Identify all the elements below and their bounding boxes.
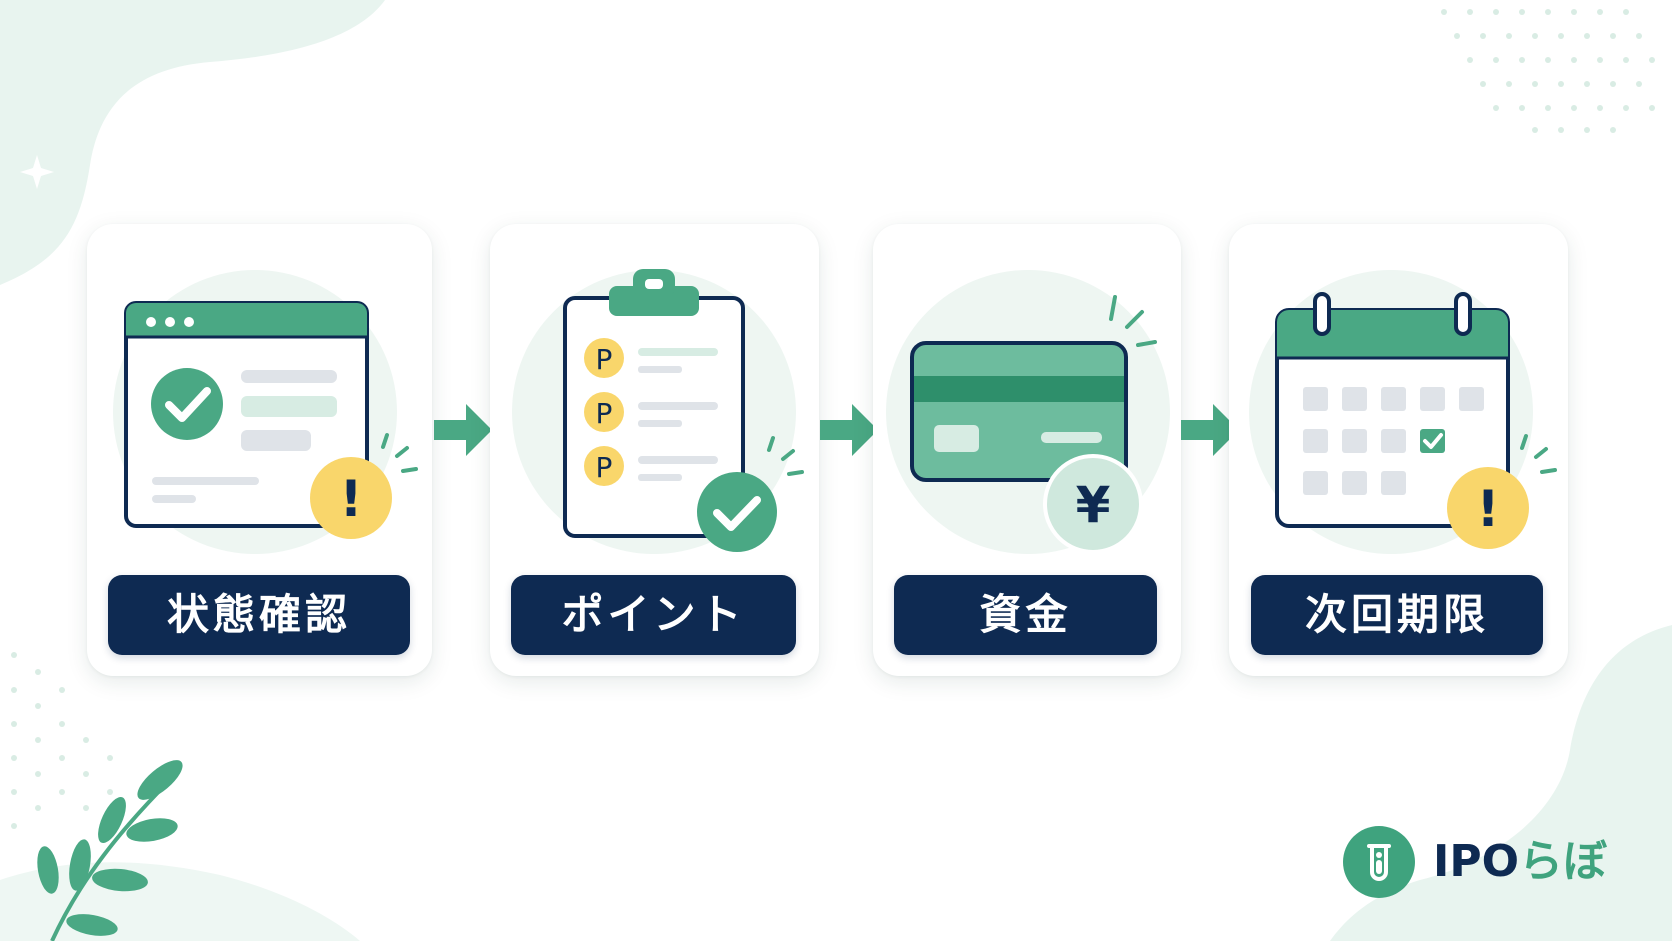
- browser-window-check-icon: !: [113, 270, 418, 554]
- point-coin-icon: P: [584, 392, 624, 432]
- arrow-right-icon: [1181, 404, 1239, 456]
- brand-logo: IPOらぼ: [1343, 826, 1623, 898]
- svg-text:P: P: [596, 397, 613, 430]
- svg-text:!: !: [1477, 480, 1500, 538]
- sparkle-icon: [20, 155, 54, 189]
- mint-blob-bottom-right: [1330, 625, 1672, 941]
- credit-card-icon: ¥: [886, 270, 1170, 554]
- logo-wordmark: IPOらぼ: [1433, 834, 1607, 890]
- leaf-branch-decoration: [37, 760, 183, 941]
- step-card-points: P P P ポイント: [490, 224, 819, 676]
- dot-pattern-bottom-left: [11, 652, 113, 829]
- step-card-next-deadline: ! 次回期限: [1229, 224, 1568, 676]
- svg-text:P: P: [596, 343, 613, 376]
- dot-pattern-top-right: [1441, 9, 1655, 133]
- mint-blob-top-left: [0, 0, 385, 285]
- arrow-right-icon: [434, 404, 492, 456]
- clipboard-points-icon: P P P: [512, 269, 804, 554]
- calendar-icon: !: [1249, 270, 1557, 554]
- svg-text:¥: ¥: [1076, 476, 1111, 534]
- check-date-icon: [1420, 429, 1445, 453]
- svg-text:!: !: [340, 470, 363, 528]
- point-coin-icon: P: [584, 446, 624, 486]
- alert-badge-icon: !: [1447, 467, 1529, 549]
- step-label: 状態確認: [108, 575, 410, 655]
- logo-main: IPO: [1433, 836, 1520, 887]
- alert-badge-icon: !: [310, 457, 392, 539]
- arrow-right-icon: [820, 404, 878, 456]
- check-badge-icon: [697, 472, 777, 552]
- point-coin-icon: P: [584, 338, 624, 378]
- step-label: 資金: [894, 575, 1157, 655]
- svg-text:P: P: [596, 451, 613, 484]
- step-label: 次回期限: [1251, 575, 1543, 655]
- test-tube-logo-icon: [1343, 826, 1415, 898]
- logo-accent: らぼ: [1519, 836, 1608, 887]
- yen-badge-icon: ¥: [1043, 454, 1143, 554]
- step-label: ポイント: [511, 575, 796, 655]
- step-card-funds: ¥ 資金: [873, 224, 1181, 676]
- step-card-status: ! 状態確認: [87, 224, 432, 676]
